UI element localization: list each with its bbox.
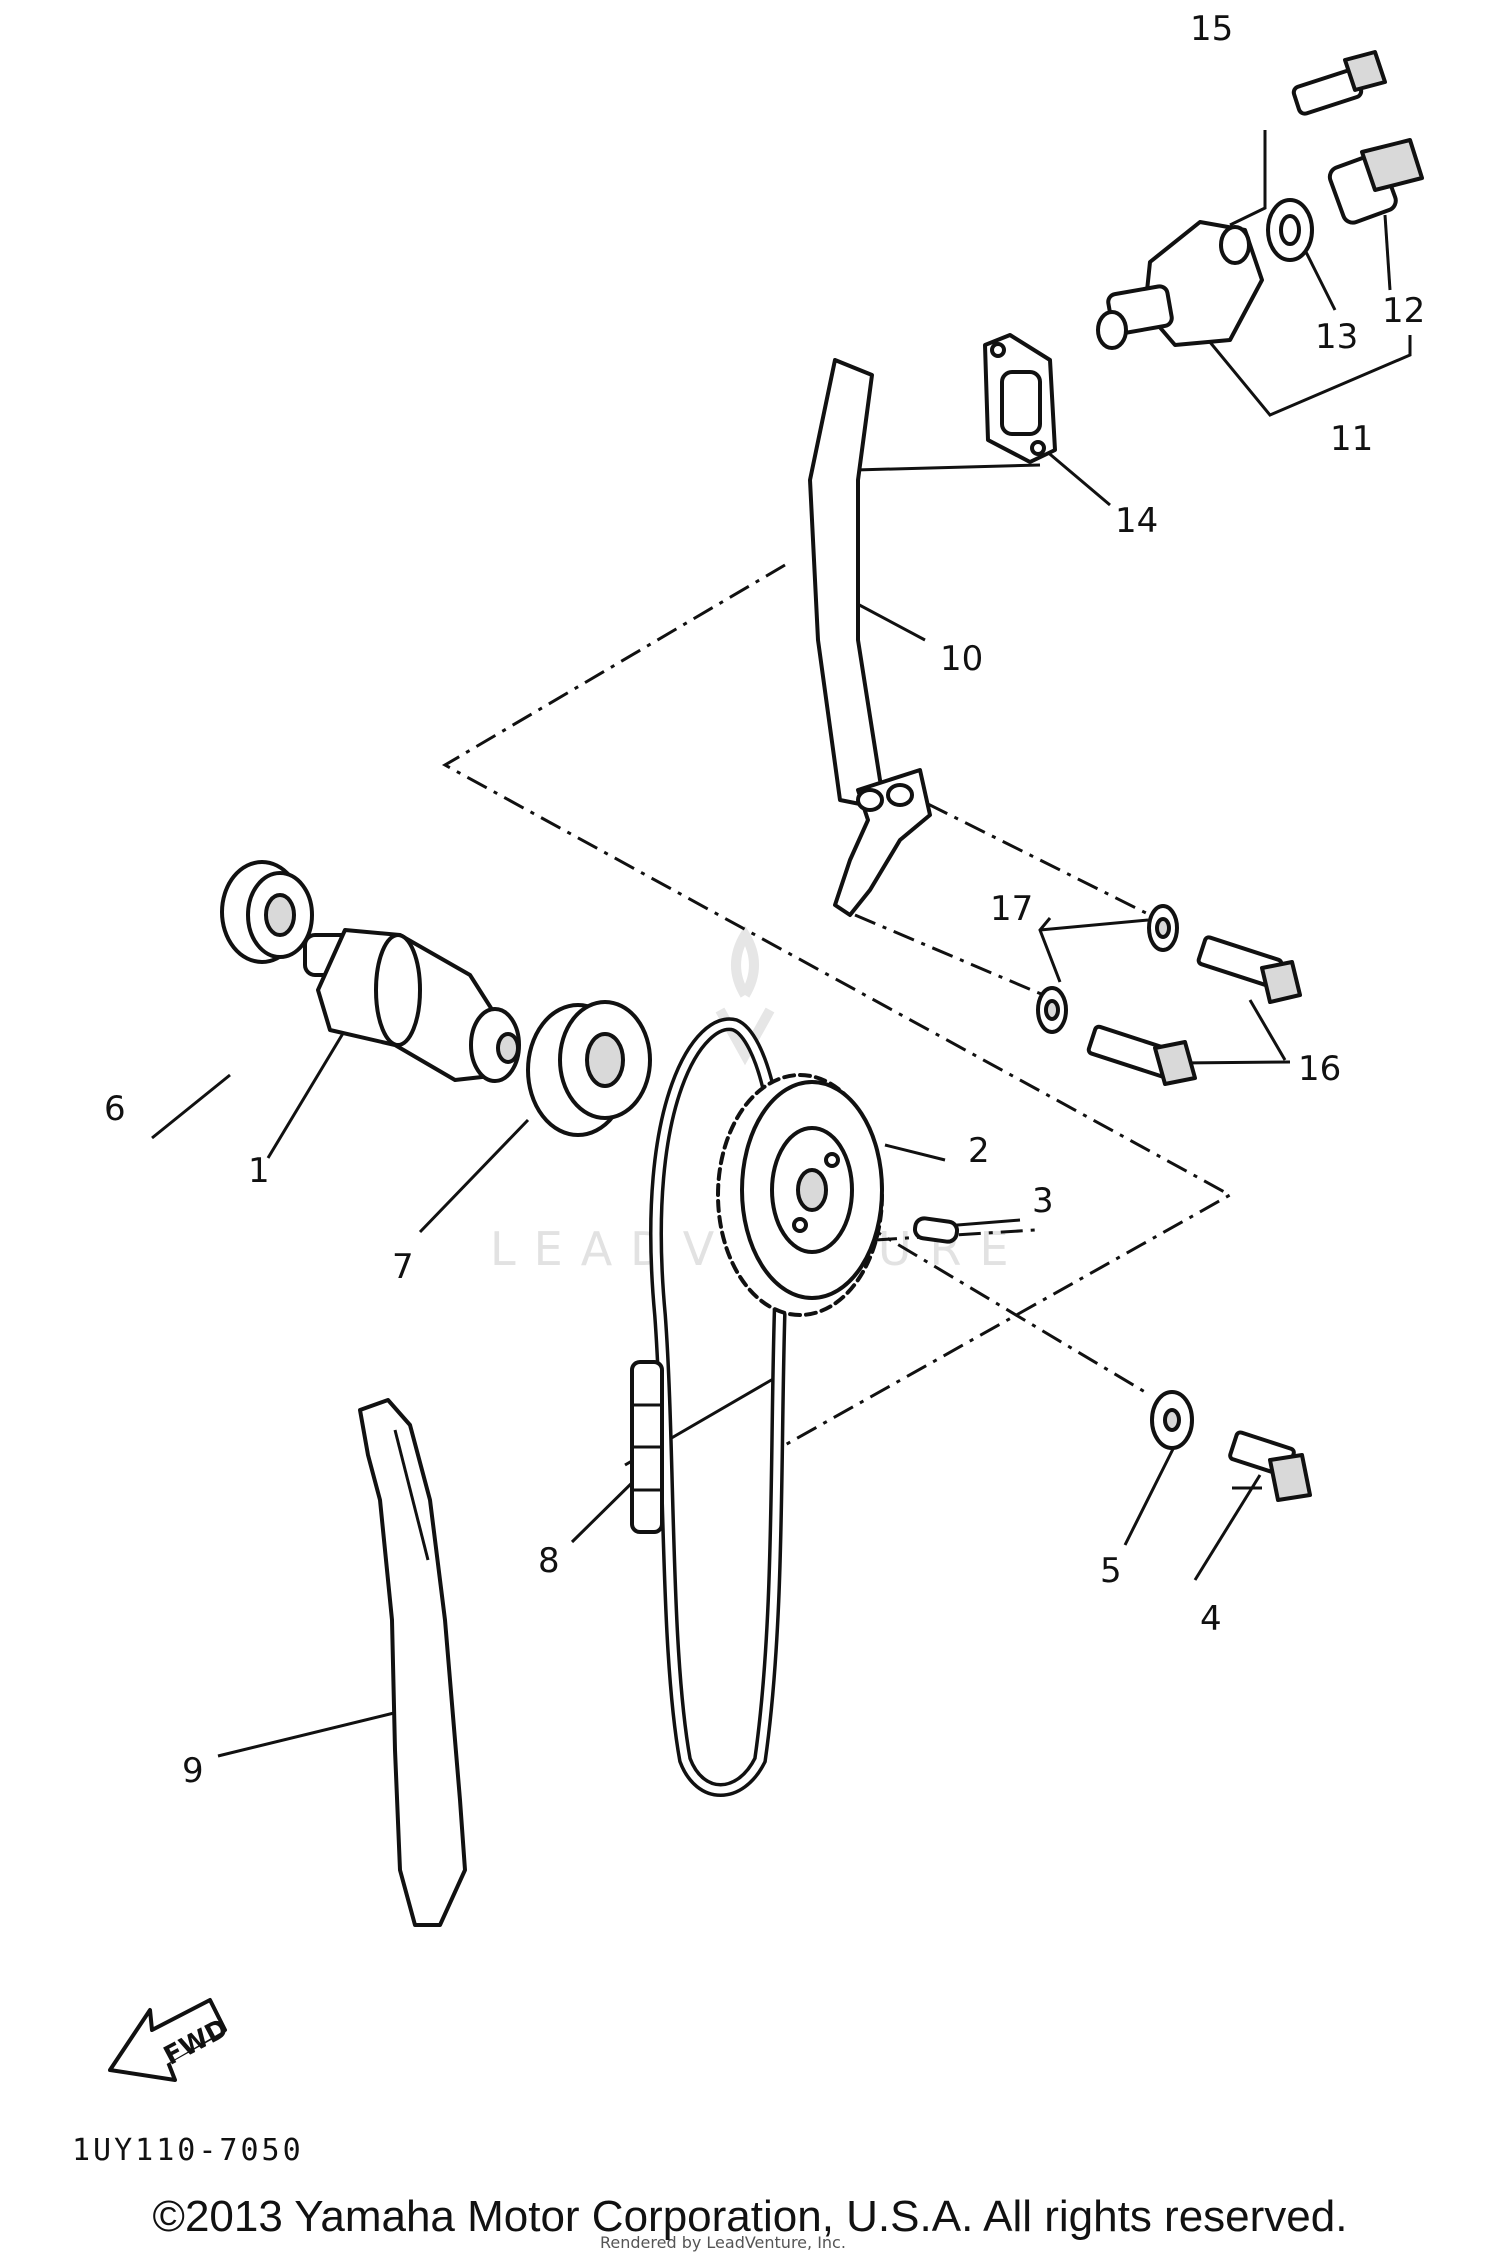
callout-12: 12 xyxy=(1382,291,1425,331)
part-8-timing-chain xyxy=(630,1017,789,1797)
callout-labels: 1 2 3 4 5 6 7 8 9 10 11 12 13 14 15 16 1… xyxy=(104,9,1425,1791)
part-6-bearing xyxy=(220,860,314,964)
callout-5: 5 xyxy=(1100,1551,1122,1591)
copyright-notice: ©2013 Yamaha Motor Corporation, U.S.A. A… xyxy=(152,2192,1348,2241)
part-7-bearing xyxy=(526,1000,652,1137)
part-5-washer xyxy=(1150,1390,1194,1450)
part-12-plug-bolt xyxy=(1327,138,1424,225)
callout-2: 2 xyxy=(968,1131,990,1171)
callout-11: 11 xyxy=(1330,419,1373,459)
callout-13: 13 xyxy=(1315,317,1358,357)
callout-7: 7 xyxy=(392,1247,414,1287)
callout-17: 17 xyxy=(990,889,1033,929)
callout-16: 16 xyxy=(1298,1049,1341,1089)
diagram-code: 1UY110-7050 xyxy=(72,2133,304,2168)
forward-direction-arrow: FWD xyxy=(108,1998,233,2082)
part-1-camshaft xyxy=(303,928,521,1083)
part-13-washer xyxy=(1266,198,1314,262)
callout-9: 9 xyxy=(182,1751,204,1791)
callout-3: 3 xyxy=(1032,1181,1054,1221)
assembly-lines xyxy=(441,563,1234,1447)
part-2-cam-sprocket xyxy=(716,1073,884,1317)
part-11-tensioner-assembly xyxy=(1096,220,1264,350)
callout-4: 4 xyxy=(1200,1599,1222,1639)
callout-15: 15 xyxy=(1190,9,1233,49)
part-9-chain-guide xyxy=(358,1398,467,1927)
callout-10: 10 xyxy=(940,639,983,679)
part-15-bolt xyxy=(1291,50,1387,116)
part-16-bolts xyxy=(1086,935,1302,1086)
part-17-washers xyxy=(1036,904,1179,1034)
callout-14: 14 xyxy=(1115,501,1158,541)
watermark-footer: Rendered by LeadVenture, Inc. xyxy=(600,2233,846,2252)
part-3-dowel-pin xyxy=(912,1216,960,1244)
callout-8: 8 xyxy=(538,1541,560,1581)
part-4-bolt xyxy=(1228,1430,1312,1502)
part-10-tensioner-guide xyxy=(808,358,932,917)
callout-6: 6 xyxy=(104,1089,126,1129)
callout-1: 1 xyxy=(248,1151,270,1191)
part-14-gasket xyxy=(983,333,1057,464)
